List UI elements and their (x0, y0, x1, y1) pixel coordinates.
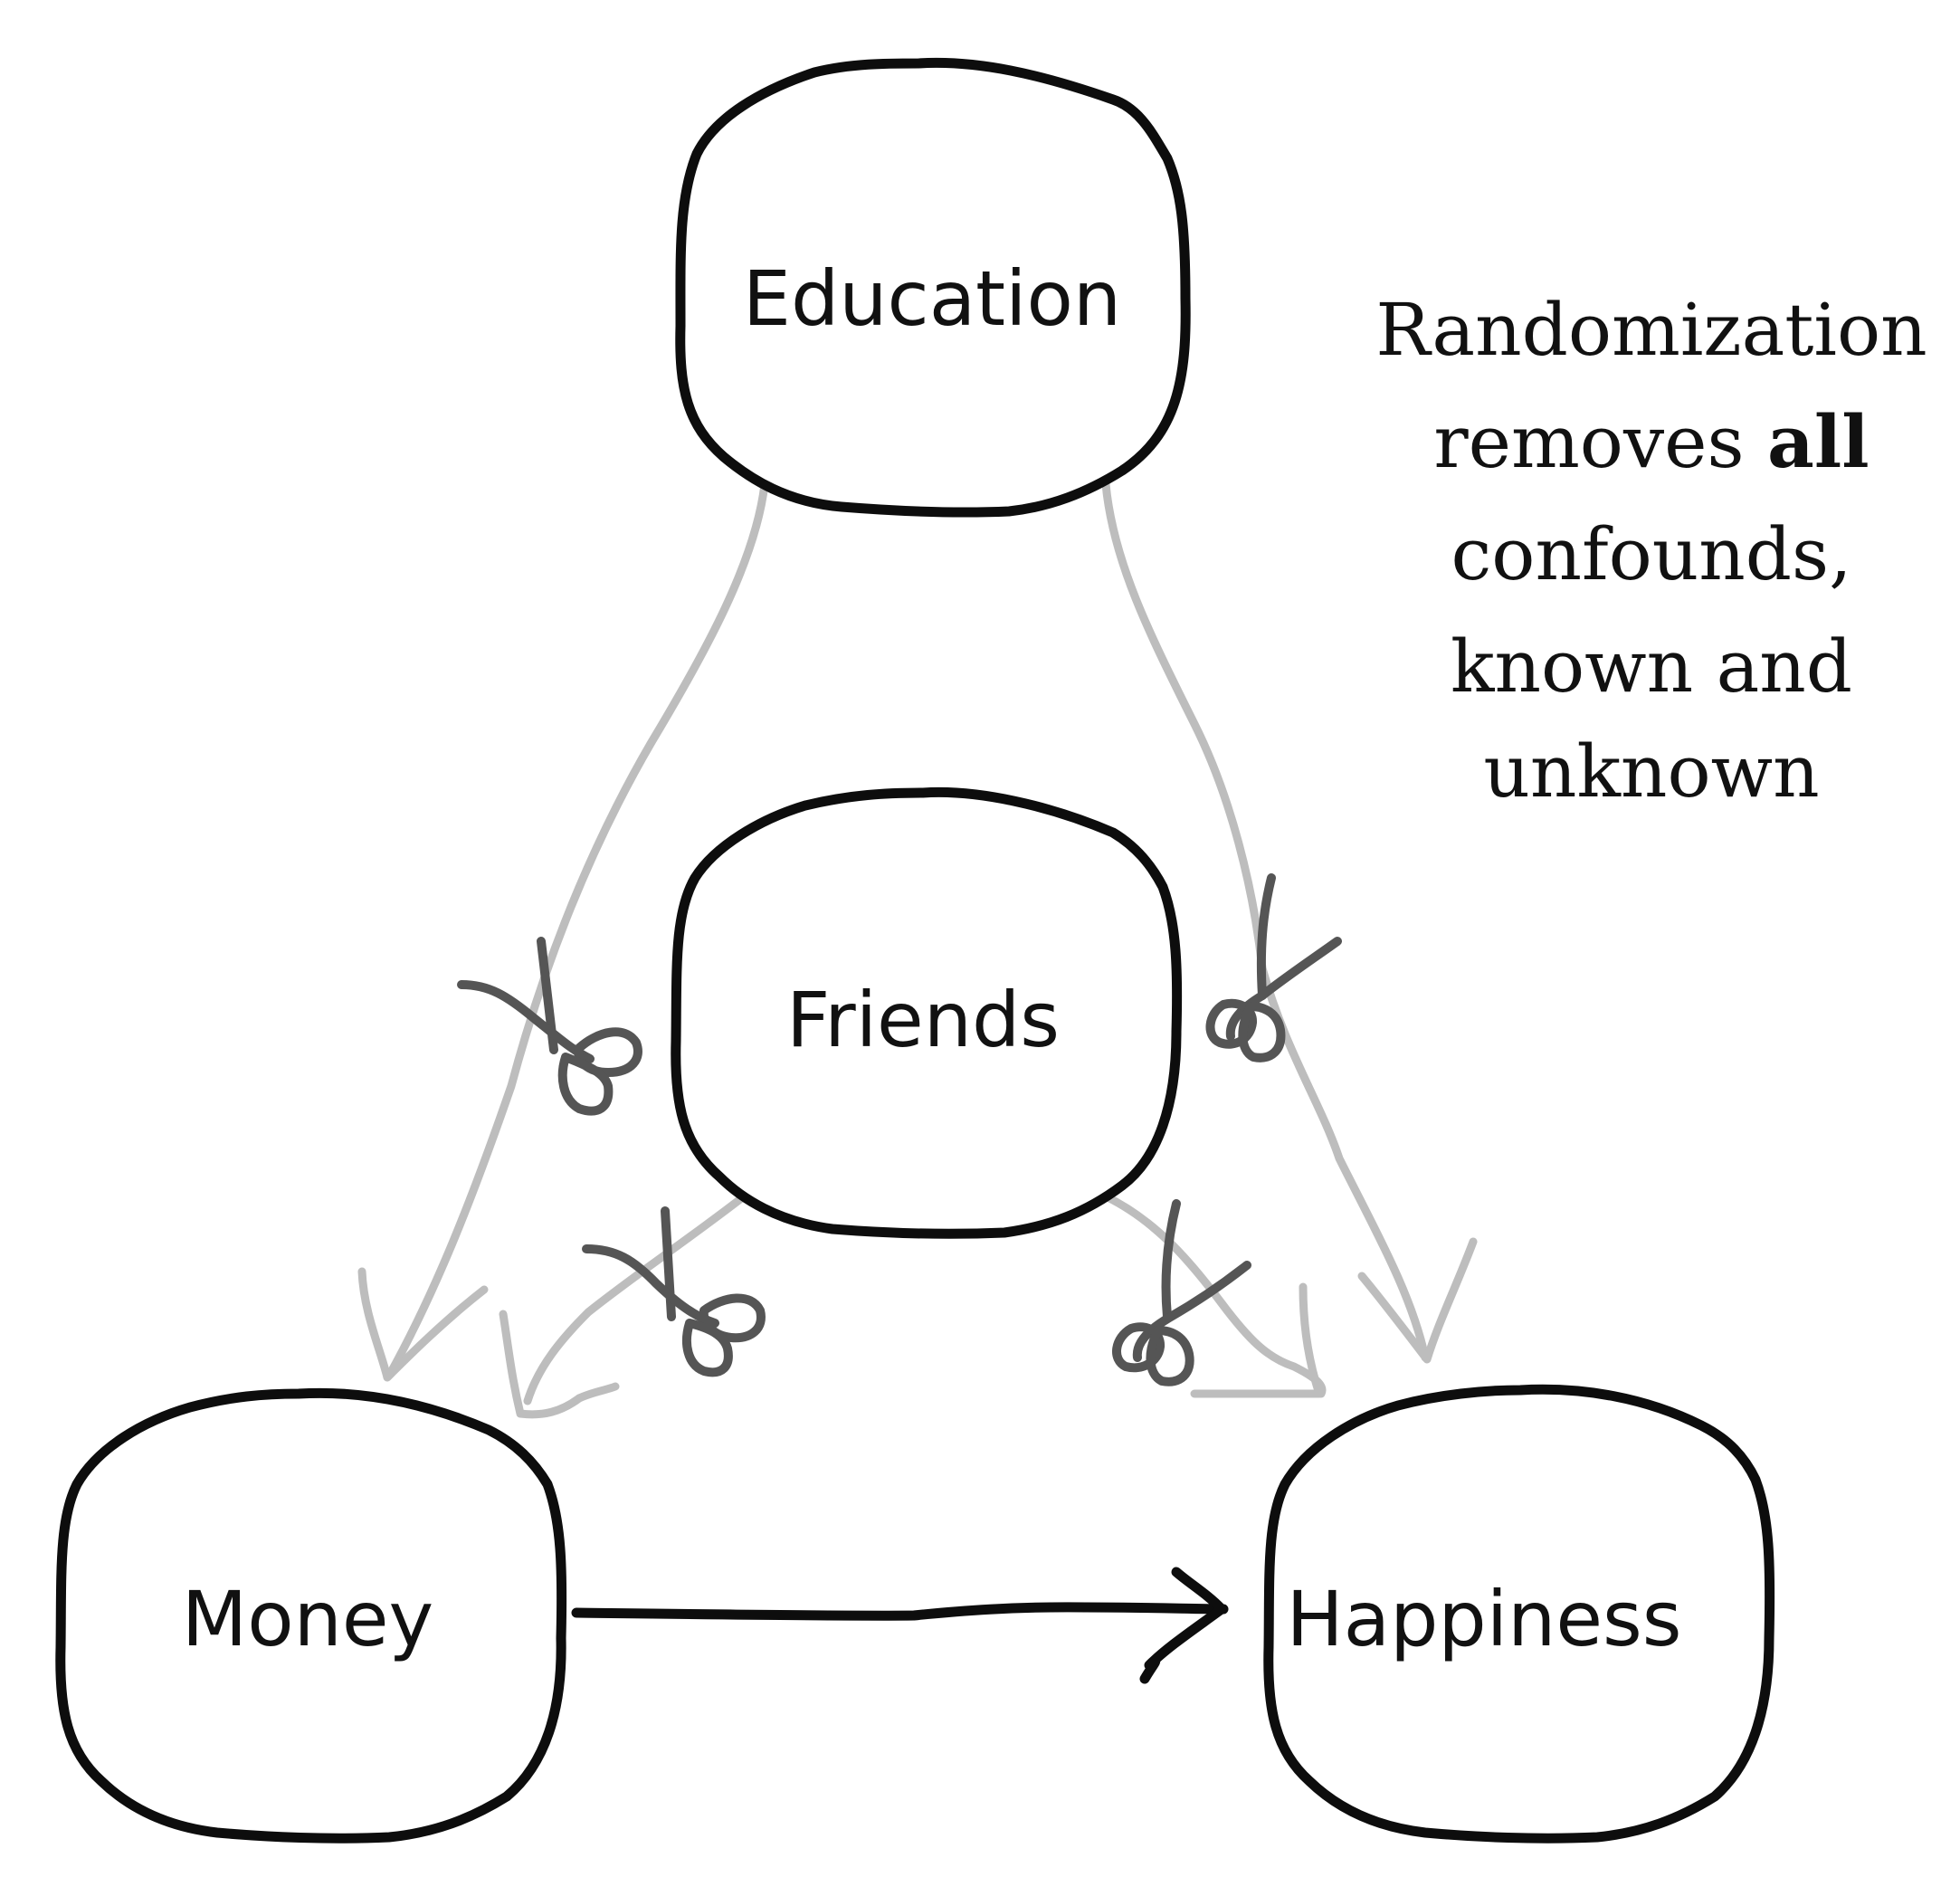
scissors-icon (1205, 873, 1342, 1062)
note-line-1: Randomization (1375, 288, 1927, 372)
node-education: Education (675, 57, 1191, 518)
note-line-4: known and (1451, 624, 1852, 709)
scissors-group (457, 873, 1342, 1386)
note-line-2-bold: all (1767, 399, 1870, 484)
edge-friends-happiness (1101, 1192, 1327, 1398)
scissors-icon (582, 1206, 766, 1377)
scissors-icon (457, 937, 642, 1116)
edge-education-money (385, 480, 769, 1380)
node-friends-box (671, 786, 1183, 1239)
node-friends: Friends (671, 786, 1183, 1239)
arrowhead-money-happiness (1139, 1567, 1227, 1684)
note-line-2-text: removes (1433, 400, 1767, 484)
randomization-note: Randomization removes all confounds, kno… (1375, 288, 1927, 814)
node-education-label: Education (743, 254, 1121, 343)
arrowhead-education-happiness (1357, 1237, 1478, 1364)
note-line-3: confounds, (1451, 512, 1851, 596)
node-happiness-box (1263, 1384, 1775, 1844)
note-line-5: unknown (1483, 729, 1819, 814)
arrowhead-education-money (357, 1267, 489, 1382)
node-money-label: Money (182, 1575, 434, 1663)
node-happiness: Happiness (1263, 1384, 1775, 1844)
node-happiness-label: Happiness (1286, 1575, 1681, 1663)
node-money-box (55, 1387, 567, 1844)
node-money: Money (55, 1387, 567, 1844)
node-education-box (675, 57, 1191, 518)
arrowhead-friends-money (499, 1310, 620, 1419)
scissors-icon (1112, 1199, 1251, 1386)
note-line-2: removes all (1433, 399, 1869, 484)
arrowhead-friends-happiness (1190, 1282, 1324, 1398)
node-friends-label: Friends (786, 976, 1060, 1064)
edge-friends-money (523, 1192, 748, 1405)
edge-money-happiness (571, 1602, 1229, 1621)
causal-edge (571, 1567, 1229, 1684)
